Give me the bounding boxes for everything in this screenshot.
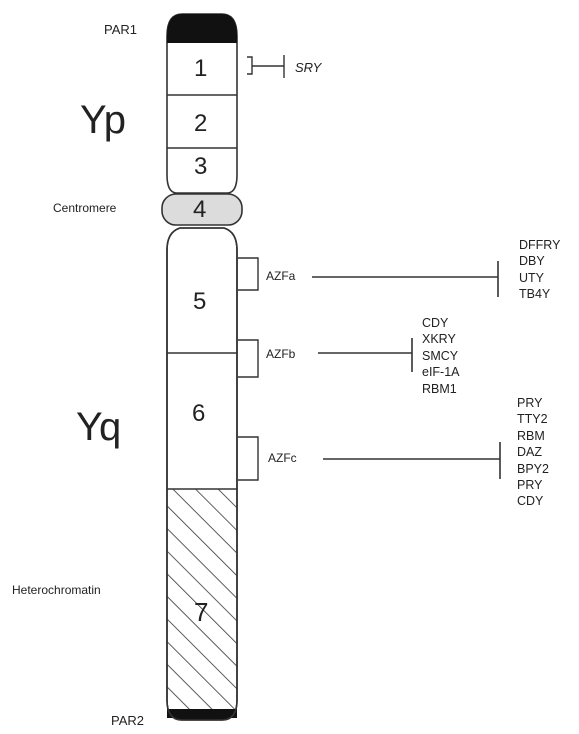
- sry-gene-label: SRY: [295, 60, 321, 75]
- gene-item: RBM: [517, 428, 549, 444]
- band-4-number: 4: [193, 196, 206, 224]
- azfb-gene-list: CDY XKRY SMCY eIF-1A RBM1: [422, 315, 460, 397]
- yq-arm-label: Yq: [76, 405, 121, 450]
- azfa-bracket: [238, 258, 258, 290]
- gene-item: RBM1: [422, 381, 460, 397]
- band-2-number: 2: [194, 110, 207, 138]
- azfb-label: AZFb: [266, 347, 295, 361]
- gene-item: TB4Y: [519, 286, 560, 302]
- gene-item: CDY: [422, 315, 460, 331]
- gene-item: CDY: [517, 493, 549, 509]
- gene-item: eIF-1A: [422, 364, 460, 380]
- par2-telomere-body: [167, 709, 237, 718]
- yp-arm-label: Yp: [80, 98, 126, 143]
- heterochromatin-label: Heterochromatin: [12, 583, 101, 597]
- sry-bracket: [247, 57, 252, 74]
- band-3-number: 3: [194, 153, 207, 181]
- band-5-number: 5: [193, 288, 206, 316]
- gene-item: PRY: [517, 477, 549, 493]
- centromere-label: Centromere: [53, 201, 116, 215]
- azfc-gene-list: PRY TTY2 RBM DAZ BPY2 PRY CDY: [517, 395, 549, 510]
- gene-item: TTY2: [517, 411, 549, 427]
- azfc-label: AZFc: [268, 451, 297, 465]
- gene-item: UTY: [519, 270, 560, 286]
- azfa-gene-list: DFFRY DBY UTY TB4Y: [519, 237, 560, 303]
- gene-item: PRY: [517, 395, 549, 411]
- band-1-number: 1: [194, 55, 207, 83]
- band-6-number: 6: [192, 400, 205, 428]
- gene-item: DBY: [519, 253, 560, 269]
- gene-item: DAZ: [517, 444, 549, 460]
- gene-item: XKRY: [422, 331, 460, 347]
- par2-label: PAR2: [111, 713, 144, 728]
- azfa-label: AZFa: [266, 269, 295, 283]
- par1-label: PAR1: [104, 22, 137, 37]
- band-7-number: 7: [194, 597, 208, 628]
- azfc-bracket: [238, 437, 258, 480]
- gene-item: DFFRY: [519, 237, 560, 253]
- par1-telomere: [167, 14, 237, 43]
- azfb-bracket: [238, 340, 258, 377]
- gene-item: SMCY: [422, 348, 460, 364]
- gene-item: BPY2: [517, 461, 549, 477]
